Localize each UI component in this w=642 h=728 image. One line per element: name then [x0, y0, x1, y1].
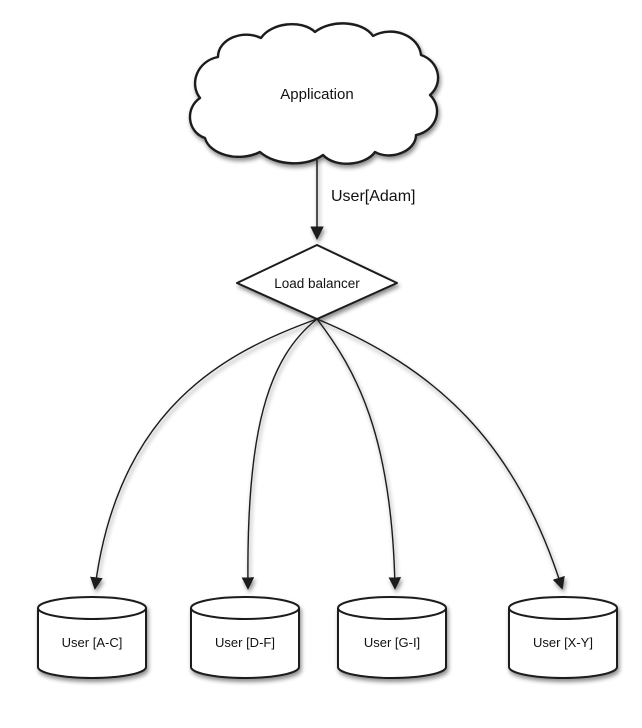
shard4-label: User [X-Y] — [533, 635, 593, 650]
balancer-to-shard4-arrow — [316, 318, 565, 590]
load-balancer-label: Load balancer — [274, 276, 360, 291]
shard1-label: User [A-C] — [62, 635, 123, 650]
shard2-cylinder-shape — [190, 596, 300, 679]
shard2-label: User [D-F] — [215, 635, 275, 650]
application-cloud-label: Application — [280, 86, 353, 103]
shard1-cylinder-shape — [37, 596, 147, 679]
application-cloud-shape — [188, 22, 440, 165]
shard3-label: User [G-I] — [364, 635, 420, 650]
shard3-cylinder-shape — [337, 596, 447, 679]
balancer-to-shard3-arrow — [316, 318, 402, 590]
shard4-cylinder-shape — [508, 596, 618, 679]
balancer-to-shard1-arrow — [90, 318, 318, 590]
balancer-to-shard2-arrow — [241, 318, 318, 590]
cloud-to-balancer-edge-label: User[Adam] — [331, 188, 415, 205]
